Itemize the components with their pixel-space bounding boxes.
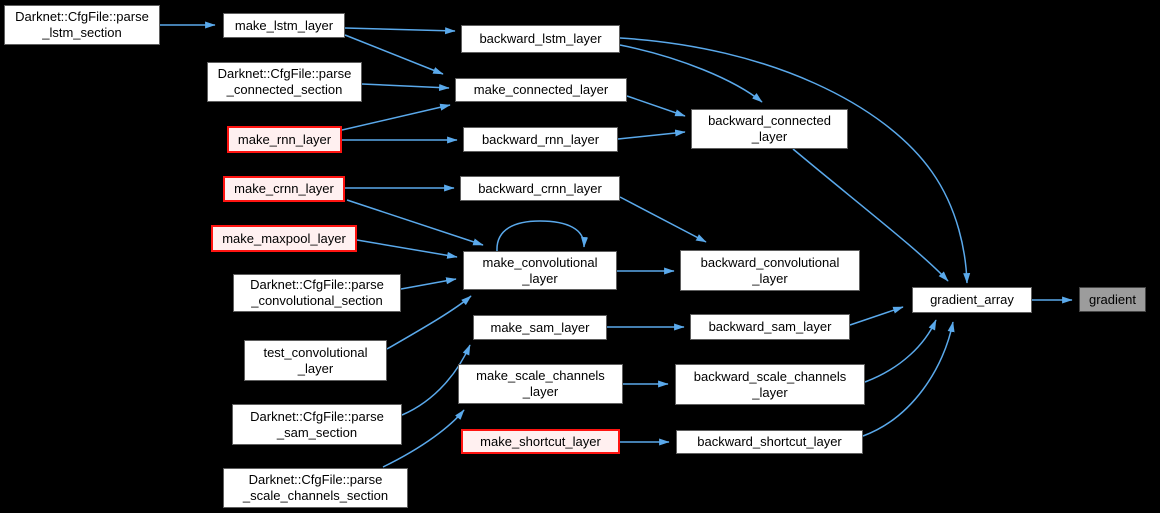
edge-make-crnn-layer-to-make-convolutional-layer xyxy=(346,199,484,246)
graph-node-parse-connected-section[interactable]: Darknet::CfgFile::parse _connected_secti… xyxy=(207,62,362,102)
graph-node-make-scale-channels-layer[interactable]: make_scale_channels _layer xyxy=(458,364,623,404)
edge-make-connected-layer-to-backward-connected-layer xyxy=(626,95,686,117)
graph-node-label: backward_connected _layer xyxy=(708,113,831,144)
graph-node-make-connected-layer[interactable]: make_connected_layer xyxy=(455,78,627,102)
graph-node-gradient-array[interactable]: gradient_array xyxy=(912,287,1032,313)
graph-node-backward-shortcut-layer[interactable]: backward_shortcut_layer xyxy=(676,430,863,454)
graph-node-label: make_scale_channels _layer xyxy=(476,368,605,399)
graph-node-label: backward_rnn_layer xyxy=(481,131,600,147)
graph-node-label: Darknet::CfgFile::parse _scale_channels_… xyxy=(242,472,389,503)
graph-node-label: make_shortcut_layer xyxy=(480,433,601,449)
graph-node-make-rnn-layer[interactable]: make_rnn_layer xyxy=(227,126,342,153)
edge-backward-crnn-layer-to-backward-convolutional-layer xyxy=(619,196,707,243)
edge-backward-connected-layer-to-gradient-array xyxy=(792,148,949,282)
graph-node-label: make_sam_layer xyxy=(490,319,590,335)
edge-backward-sam-layer-to-gradient-array xyxy=(849,306,904,326)
edge-make-convolutional-layer-to-make-convolutional-layer xyxy=(496,220,589,252)
graph-node-label: make_crnn_layer xyxy=(234,181,334,196)
graph-node-label: Darknet::CfgFile::parse _lstm_section xyxy=(15,9,149,40)
graph-node-make-lstm-layer[interactable]: make_lstm_layer xyxy=(223,13,345,38)
edge-backward-lstm-layer-to-gradient-array xyxy=(619,37,971,284)
edge-make-maxpool-layer-to-make-convolutional-layer xyxy=(356,239,458,259)
graph-node-label: backward_lstm_layer xyxy=(479,31,602,46)
graph-node-label: make_lstm_layer xyxy=(234,17,334,33)
graph-node-label: Darknet::CfgFile::parse _convolutional_s… xyxy=(250,277,384,308)
edge-make-lstm-layer-to-make-connected-layer xyxy=(344,34,444,75)
edge-backward-scale-channels-layer-to-gradient-array xyxy=(864,319,937,383)
graph-node-parse-sam-section[interactable]: Darknet::CfgFile::parse _sam_section xyxy=(232,404,402,445)
graph-node-backward-sam-layer[interactable]: backward_sam_layer xyxy=(690,314,850,340)
graph-node-test-convolutional-layer[interactable]: test_convolutional _layer xyxy=(244,340,387,381)
graph-node-make-crnn-layer[interactable]: make_crnn_layer xyxy=(223,176,345,202)
edge-backward-lstm-layer-to-backward-connected-layer xyxy=(619,44,763,103)
graph-node-make-convolutional-layer[interactable]: make_convolutional _layer xyxy=(463,251,617,290)
graph-node-parse-scale-channels-section[interactable]: Darknet::CfgFile::parse _scale_channels_… xyxy=(223,468,408,508)
graph-node-label: make_rnn_layer xyxy=(237,131,332,147)
edge-backward-shortcut-layer-to-gradient-array xyxy=(862,321,955,437)
graph-node-label: backward_scale_channels _layer xyxy=(693,368,847,400)
graph-node-label: backward_sam_layer xyxy=(708,319,832,334)
graph-node-backward-lstm-layer[interactable]: backward_lstm_layer xyxy=(461,25,620,53)
edge-parse-convolutional-section-to-make-convolutional-layer xyxy=(400,277,457,290)
graph-node-parse-lstm-section[interactable]: Darknet::CfgFile::parse _lstm_section xyxy=(4,5,160,45)
edge-backward-rnn-layer-to-backward-connected-layer xyxy=(617,129,686,140)
graph-node-label: backward_shortcut_layer xyxy=(697,434,842,449)
graph-node-label: backward_convolutional _layer xyxy=(700,254,840,286)
graph-node-backward-connected-layer[interactable]: backward_connected _layer xyxy=(691,109,848,149)
edge-parse-connected-section-to-make-connected-layer xyxy=(361,83,450,92)
edge-make-lstm-layer-to-backward-lstm-layer xyxy=(344,27,456,35)
graph-node-backward-rnn-layer[interactable]: backward_rnn_layer xyxy=(463,127,618,152)
graph-node-parse-convolutional-section[interactable]: Darknet::CfgFile::parse _convolutional_s… xyxy=(233,274,401,312)
graph-node-make-shortcut-layer[interactable]: make_shortcut_layer xyxy=(461,429,620,454)
graph-node-label: make_maxpool_layer xyxy=(222,230,346,246)
graph-node-backward-crnn-layer[interactable]: backward_crnn_layer xyxy=(460,176,620,201)
graph-node-label: gradient_array xyxy=(930,292,1014,307)
graph-node-gradient: gradient xyxy=(1079,287,1146,312)
edge-test-convolutional-layer-to-make-convolutional-layer xyxy=(386,295,472,350)
graph-node-label: test_convolutional _layer xyxy=(263,344,368,376)
graph-node-backward-convolutional-layer[interactable]: backward_convolutional _layer xyxy=(680,250,860,291)
graph-node-label: make_convolutional _layer xyxy=(482,254,598,286)
graph-node-make-maxpool-layer[interactable]: make_maxpool_layer xyxy=(211,225,357,252)
edge-make-rnn-layer-to-make-connected-layer xyxy=(341,103,451,131)
edge-parse-scale-channels-section-to-make-scale-channels-layer xyxy=(382,409,465,468)
graph-node-label: backward_crnn_layer xyxy=(478,180,602,196)
graph-node-make-sam-layer[interactable]: make_sam_layer xyxy=(473,315,607,340)
graph-node-backward-scale-channels-layer[interactable]: backward_scale_channels _layer xyxy=(675,364,865,405)
graph-node-label: Darknet::CfgFile::parse _connected_secti… xyxy=(217,66,352,97)
graph-node-label: gradient xyxy=(1089,291,1136,307)
graph-node-label: make_connected_layer xyxy=(473,82,609,97)
edge-parse-sam-section-to-make-sam-layer xyxy=(401,344,471,416)
graph-node-label: Darknet::CfgFile::parse _sam_section xyxy=(250,408,384,440)
